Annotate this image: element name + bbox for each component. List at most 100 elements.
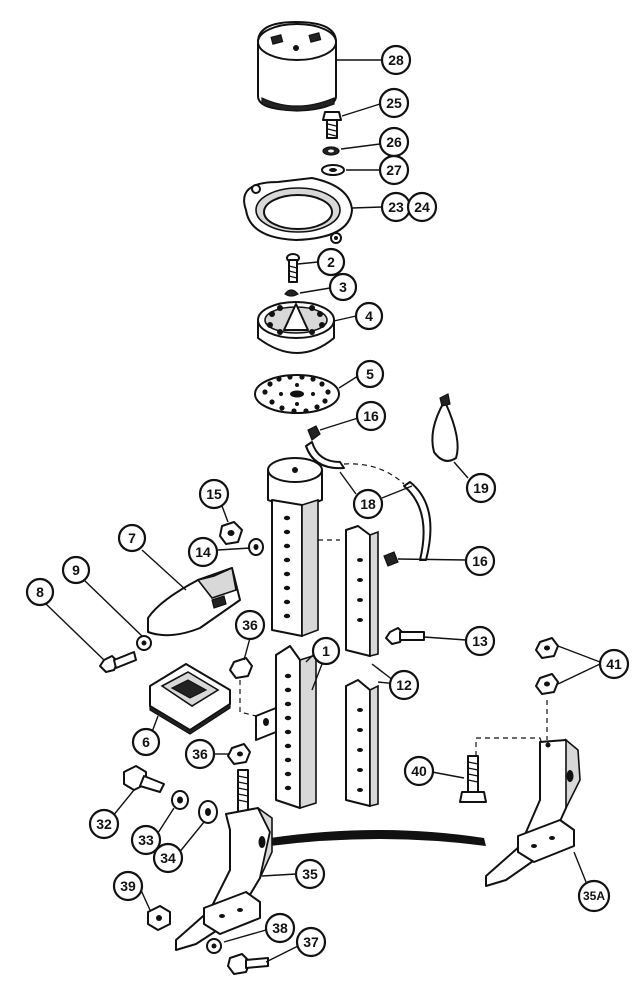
part-27-washer (321, 164, 345, 176)
callout-39: 39 (112, 870, 144, 902)
svg-text:23: 23 (388, 199, 404, 215)
svg-text:39: 39 (120, 878, 136, 894)
svg-text:38: 38 (272, 920, 288, 936)
svg-text:34: 34 (160, 850, 176, 866)
part-2-screw (286, 253, 300, 283)
part-5-perforated-disc (254, 374, 340, 414)
callout-36-lower: 36 (184, 738, 216, 770)
part-40-bolt (459, 755, 487, 803)
part-12-upper-bar (345, 525, 379, 658)
part-26-lock-washer (322, 146, 340, 156)
part-33-lock-washer (171, 790, 189, 810)
callout-7: 7 (117, 523, 147, 553)
part-19-strap (431, 393, 459, 462)
svg-text:25: 25 (386, 95, 402, 111)
callout-8: 8 (25, 577, 55, 607)
part-13-bolt (385, 627, 425, 645)
svg-text:26: 26 (386, 134, 402, 150)
svg-text:1: 1 (322, 643, 330, 659)
callout-15: 15 (198, 478, 230, 510)
callout-18: 18 (352, 488, 384, 520)
svg-text:15: 15 (206, 486, 222, 502)
callout-34: 34 (152, 842, 184, 874)
svg-text:5: 5 (366, 366, 374, 382)
callout-1: 1 (311, 636, 341, 666)
svg-text:40: 40 (411, 763, 427, 779)
guide-line-40 (475, 737, 549, 765)
svg-text:16: 16 (472, 553, 488, 569)
part-8-bolt (99, 651, 137, 673)
svg-text:35A: 35A (583, 889, 605, 903)
part-6-pad (149, 663, 231, 735)
callout-23: 23 (380, 191, 412, 223)
callout-13: 13 (464, 625, 496, 657)
callout-14: 14 (187, 536, 219, 568)
callout-9: 9 (61, 555, 91, 585)
callout-2: 2 (316, 247, 346, 277)
callout-38: 38 (264, 912, 296, 944)
part-36-nut-upper (229, 657, 253, 679)
svg-text:18: 18 (360, 496, 376, 512)
callout-24: 24 (406, 191, 438, 223)
callout-36-upper: 36 (234, 609, 266, 641)
callout-28: 28 (380, 44, 412, 76)
callout-26: 26 (378, 126, 410, 158)
part-3-clip (284, 289, 299, 297)
part-25-bolt (322, 111, 342, 139)
part-35A-shank (485, 738, 581, 887)
svg-text:41: 41 (606, 656, 622, 672)
svg-text:13: 13 (472, 633, 488, 649)
bracket-tab (255, 707, 277, 741)
part-41-nut-lower (535, 673, 559, 695)
part-28-cap (257, 21, 337, 112)
callout-16-upper: 16 (355, 400, 387, 432)
svg-text:28: 28 (388, 52, 404, 68)
callout-35A: 35A (577, 879, 611, 913)
svg-text:27: 27 (386, 162, 402, 178)
part-4-hub (257, 301, 335, 354)
svg-text:35: 35 (302, 866, 318, 882)
column-top-cap (267, 457, 323, 507)
callout-37: 37 (295, 926, 327, 958)
svg-text:33: 33 (138, 832, 154, 848)
callout-32: 32 (88, 808, 120, 840)
callout-12: 12 (388, 669, 420, 701)
svg-text:7: 7 (128, 530, 136, 546)
svg-text:4: 4 (365, 308, 373, 324)
callout-40: 40 (403, 755, 435, 787)
callouts: 28 25 26 27 23 24 2 3 4 5 16 19 18 15 14… (25, 44, 630, 958)
svg-text:36: 36 (242, 617, 258, 633)
transform-arrow (270, 830, 486, 846)
svg-text:9: 9 (72, 562, 80, 578)
part-9-washer (136, 635, 152, 651)
svg-text:14: 14 (195, 544, 211, 560)
part-39-nut (147, 905, 171, 931)
guide-line-36 (239, 680, 257, 717)
part-35-shank (175, 769, 273, 951)
svg-text:19: 19 (473, 480, 489, 496)
svg-text:24: 24 (414, 199, 430, 215)
callout-33: 33 (130, 824, 162, 856)
svg-text:36: 36 (192, 746, 208, 762)
part-15-nut (219, 521, 243, 545)
callout-3: 3 (328, 272, 358, 302)
part-7-bracket (147, 566, 241, 637)
part-14-washer (248, 538, 264, 556)
part-16-fitting-lower (383, 551, 399, 567)
part-32-bolt (123, 765, 165, 793)
part-41-nut-upper (535, 637, 559, 659)
part-1-upper-tube (271, 498, 340, 638)
part-36-nut-lower (227, 743, 251, 765)
callout-27: 27 (378, 154, 410, 186)
leader-lines (45, 59, 601, 963)
part-37-bolt (227, 953, 269, 975)
svg-text:2: 2 (327, 254, 335, 270)
svg-text:32: 32 (96, 816, 112, 832)
svg-text:8: 8 (36, 584, 44, 600)
callout-41: 41 (598, 648, 630, 680)
part-38-washer (206, 938, 222, 954)
part-34-washer (198, 800, 218, 824)
callout-19: 19 (465, 472, 497, 504)
